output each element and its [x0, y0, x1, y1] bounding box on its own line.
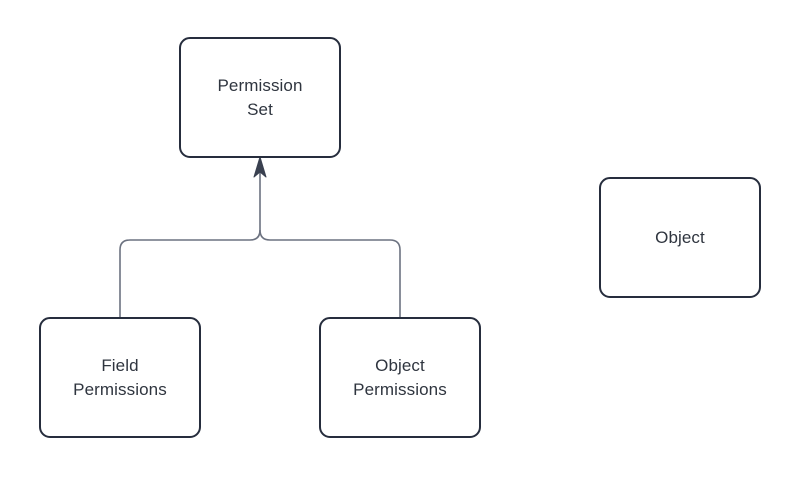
edge-object-permissions-to-permission-set	[270, 239, 401, 317]
node-object[interactable]: Object	[599, 177, 761, 298]
node-object-label: Object	[655, 227, 705, 247]
node-field-permissions-label: Field Permissions	[73, 355, 167, 399]
node-object-permissions[interactable]: Object Permissions	[319, 317, 481, 438]
node-field-permissions[interactable]: Field Permissions	[39, 317, 201, 438]
node-object-permissions-label: Object Permissions	[353, 355, 447, 399]
arrowhead-icon	[253, 156, 267, 178]
node-permission-set[interactable]: Permission Set	[179, 37, 341, 158]
edge-field-permissions-to-permission-set	[119, 239, 250, 317]
edge-merge-to-permission-set	[249, 172, 271, 241]
node-permission-set-label: Permission Set	[217, 75, 303, 119]
